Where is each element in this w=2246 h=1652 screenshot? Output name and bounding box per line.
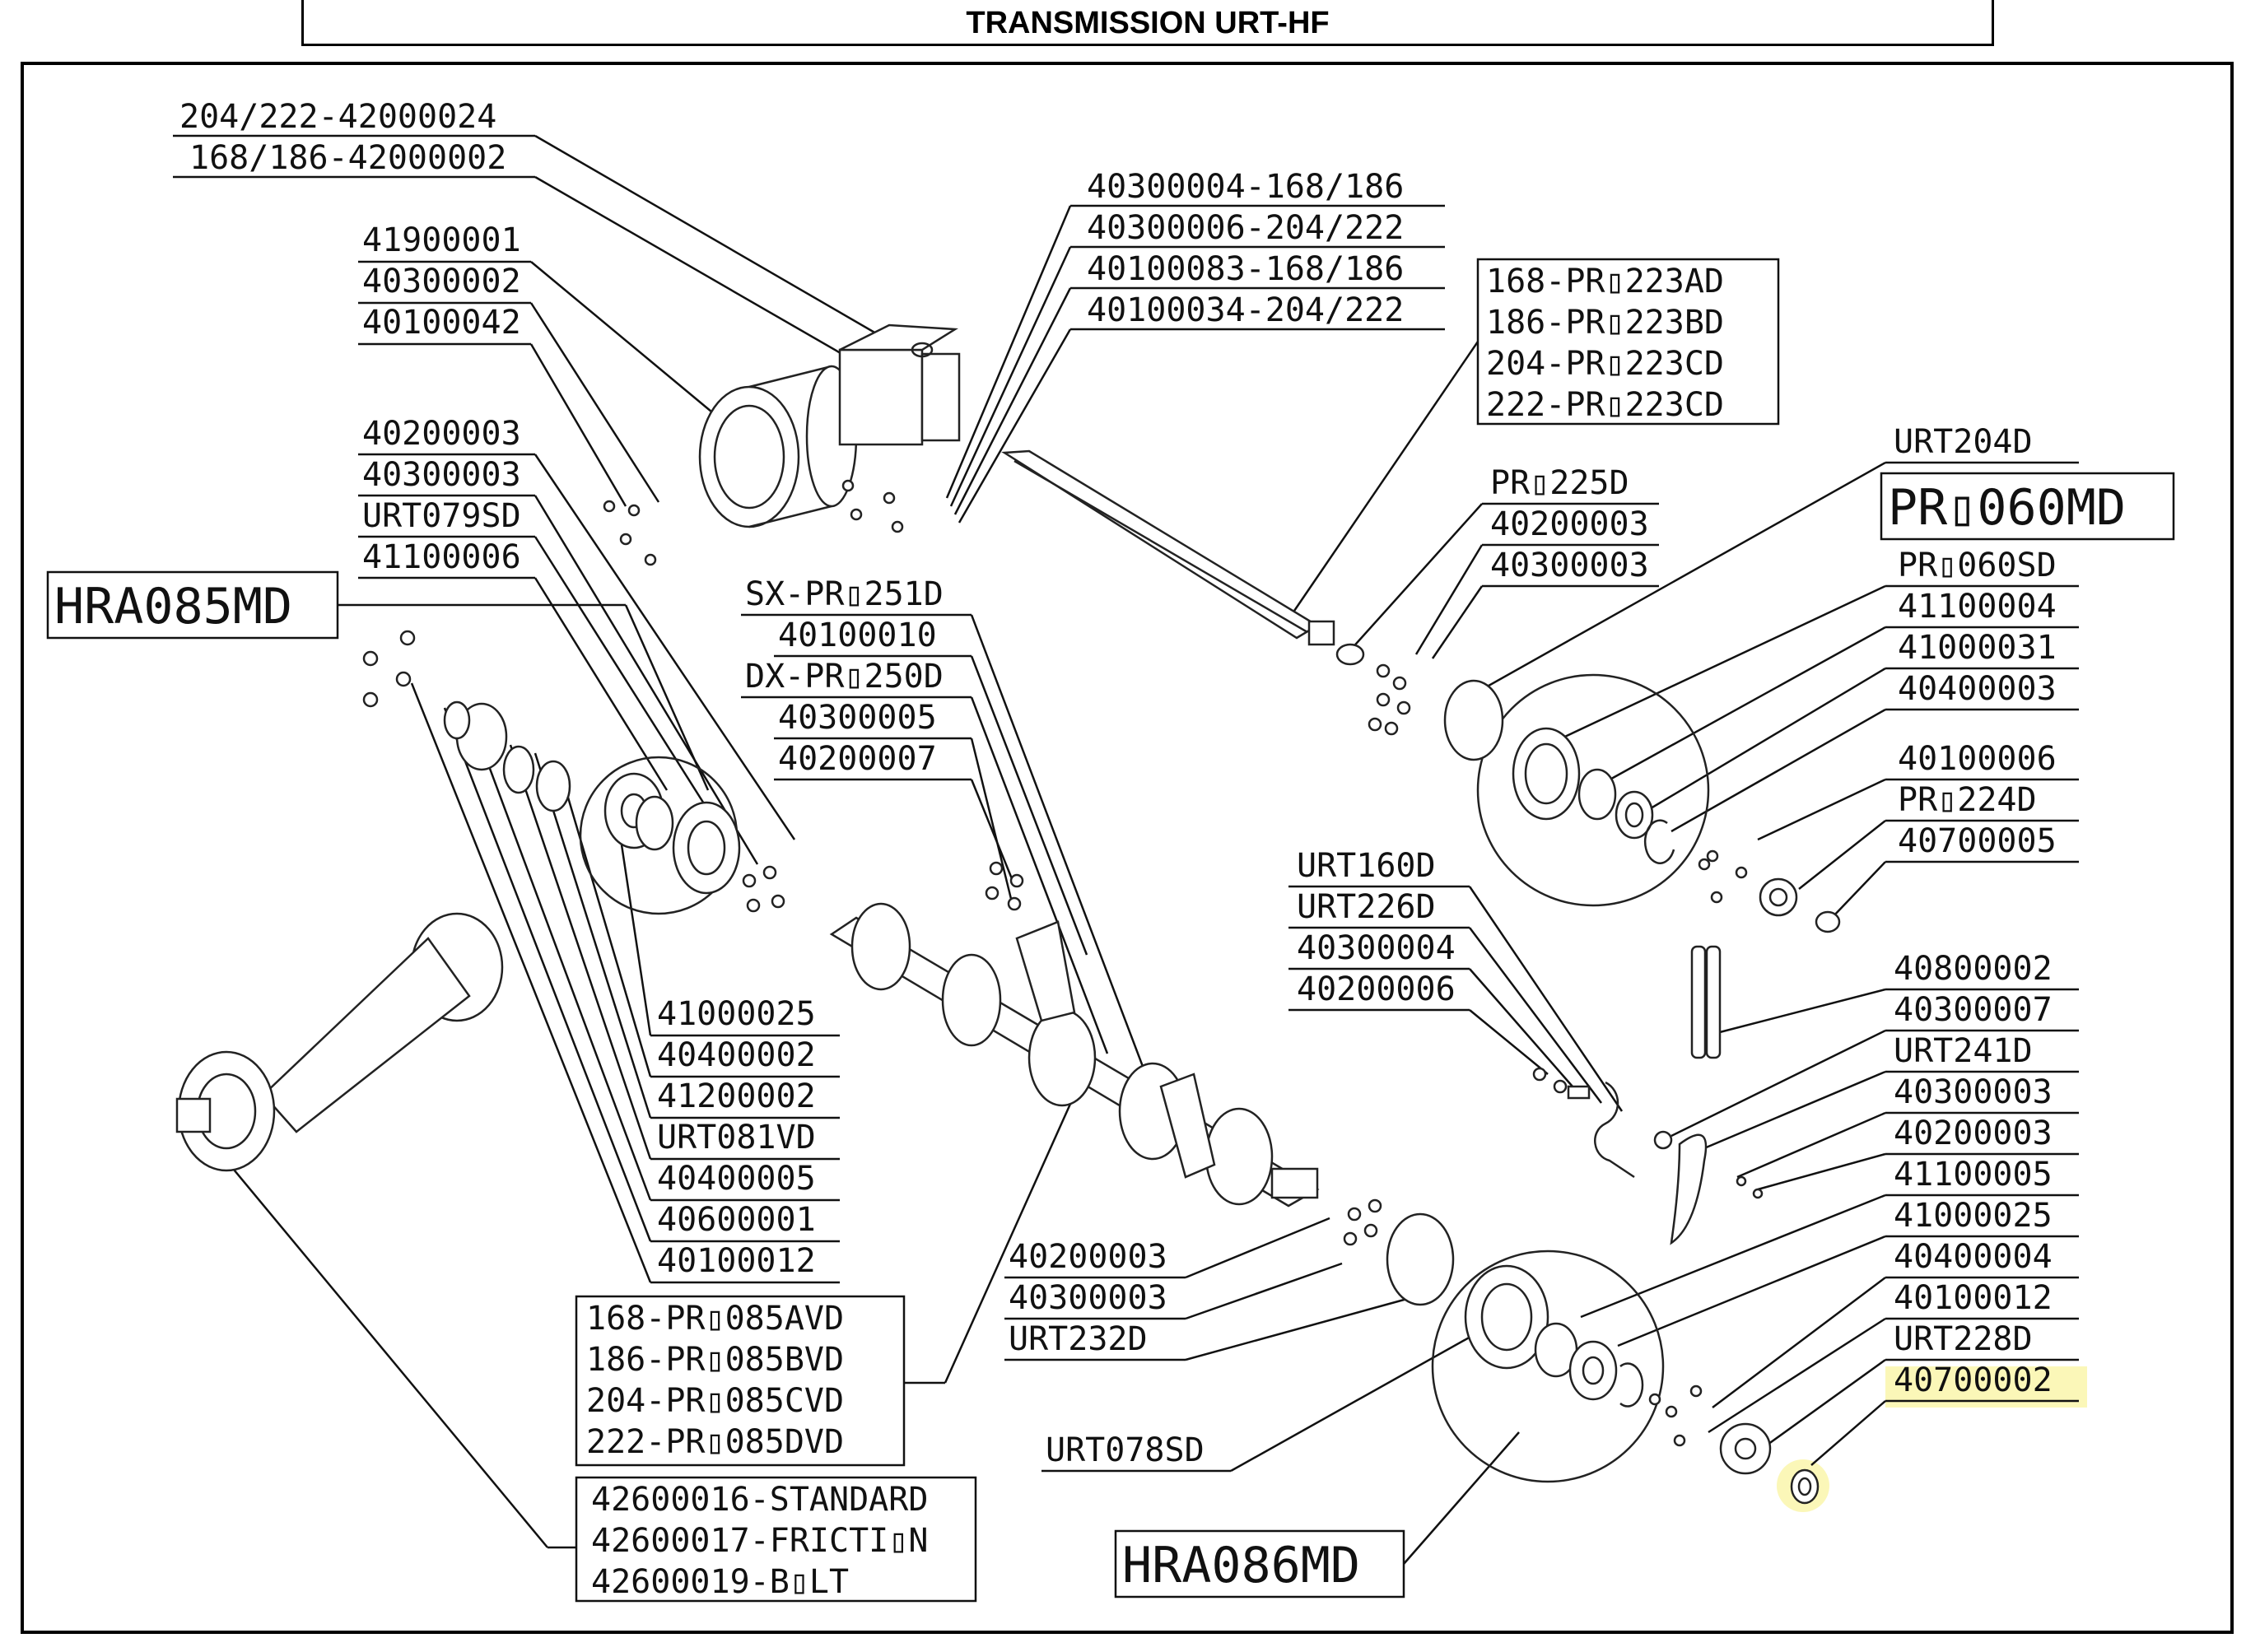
label-shaft-0: 168-PR▯223AD [1486, 263, 1724, 300]
label-bolts-0: 40300004-168/186 [1087, 168, 1404, 206]
label-left-list-4: 40400005 [657, 1160, 816, 1198]
label-rotor-2: 204-PR▯085CVD [586, 1382, 844, 1420]
label-sprocket-1: PR▯224D [1898, 781, 2037, 819]
label-gearbox-top-1: 168/186-42000002 [189, 139, 506, 177]
label-chain-0: 40800002 [1894, 950, 2053, 988]
label-right-bearing-3: 40400003 [1898, 670, 2057, 708]
label-lower-1: 40300003 [1009, 1279, 1167, 1317]
right-sprocket-part [1759, 877, 1841, 933]
label-shaft-end-1: 40200003 [1490, 505, 1649, 543]
label-lower-2: URT232D [1009, 1320, 1148, 1358]
chain-part [1690, 945, 1722, 1059]
label-left-list-2: 41200002 [657, 1077, 816, 1115]
gearbox-part [698, 323, 961, 528]
label-hra085md: HRA085MD [54, 578, 292, 635]
label-left-list-5: 40600001 [657, 1201, 816, 1239]
rotor-part-box [575, 1295, 906, 1467]
label-sprocket-2: 40700005 [1898, 822, 2057, 860]
label-gearbox-top-0: 204/222-42000024 [179, 98, 496, 136]
label-left-list-6: 40100012 [657, 1242, 816, 1280]
label-shaft-1: 186-PR▯223BD [1486, 304, 1724, 342]
label-pr060md: PR▯060MD [1888, 479, 2126, 537]
label-sprocket-0: 40100006 [1898, 740, 2057, 778]
label-gearbox-left-2: 40100042 [362, 304, 521, 342]
rotor-shaft-part [829, 902, 1320, 1208]
label-urt078sd: URT078SD [1046, 1431, 1205, 1469]
label-chain-9: URT228D [1894, 1320, 2033, 1358]
label-tensioner-1: URT226D [1297, 888, 1436, 926]
label-chain-5: 41100005 [1894, 1156, 2053, 1194]
label-center-3: 40300005 [778, 699, 937, 737]
label-right-bearing-2: 41000031 [1898, 629, 2057, 667]
bushing-40700002 [1790, 1468, 1820, 1505]
label-shaft-3: 222-PR▯223CD [1486, 386, 1724, 424]
label-bolts-3: 40100034-204/222 [1087, 291, 1404, 329]
label-left-top-1: 40300003 [362, 456, 521, 494]
label-urt204d: URT204D [1894, 423, 2033, 461]
label-pto-1: 42600017-FRICTI▯N [591, 1522, 928, 1560]
label-shaft-2: 204-PR▯223CD [1486, 345, 1724, 383]
lower-sprocket-part [1719, 1422, 1772, 1475]
label-chain-3: 40300003 [1894, 1073, 2053, 1111]
label-chain-2: URT241D [1894, 1032, 2033, 1070]
tensioner-part [1532, 1067, 1764, 1245]
label-tensioner-3: 40200006 [1297, 970, 1456, 1008]
label-right-bearing-0: PR▯060SD [1898, 547, 2057, 584]
label-gearbox-left-1: 40300002 [362, 263, 521, 300]
label-center-2: DX-PR▯250D [745, 658, 944, 696]
lower-bearing-assembly [1386, 1212, 1665, 1483]
label-left-list-1: 40400002 [657, 1036, 816, 1074]
pto-shaft-part [175, 912, 504, 1172]
label-center-4: 40200007 [778, 740, 937, 778]
label-left-list-3: URT081VD [657, 1119, 816, 1156]
label-right-bearing-1: 41100004 [1898, 588, 2057, 626]
pto-part-box [575, 1476, 977, 1603]
left-bearing-assembly [443, 700, 741, 915]
label-shaft-end-0: PR▯225D [1490, 464, 1629, 502]
label-chain-4: 40200003 [1894, 1115, 2053, 1152]
right-bearing-assembly [1443, 673, 1710, 907]
label-center-0: SX-PR▯251D [745, 575, 944, 613]
label-chain-1: 40300007 [1894, 991, 2053, 1029]
label-left-top-2: URT079SD [362, 497, 521, 535]
label-left-top-3: 41100006 [362, 538, 521, 576]
page-title: TRANSMISSION URT-HF [966, 6, 1330, 40]
label-chain-8: 40100012 [1894, 1279, 2053, 1317]
label-gearbox-left-0: 41900001 [362, 221, 521, 259]
label-center-1: 40100010 [778, 617, 937, 654]
label-bolts-1: 40300006-204/222 [1087, 209, 1404, 247]
label-rotor-0: 168-PR▯085AVD [586, 1300, 844, 1338]
label-tensioner-2: 40300004 [1297, 929, 1456, 967]
label-bolts-2: 40100083-168/186 [1087, 250, 1404, 288]
hex-shaft-part [1001, 449, 1365, 666]
bolt-clusters [362, 479, 1748, 1447]
right-bearing-box [1880, 472, 2175, 541]
label-tensioner-0: URT160D [1297, 847, 1436, 885]
label-rotor-1: 186-PR▯085BVD [586, 1341, 844, 1379]
label-pto-2: 42600019-B▯LT [591, 1563, 849, 1601]
label-hra086md: HRA086MD [1122, 1537, 1360, 1594]
diagram-frame [21, 62, 2234, 1634]
label-chain-10: 40700002 [1894, 1361, 2053, 1399]
label-chain-6: 41000025 [1894, 1197, 2053, 1235]
label-chain-7: 40400004 [1894, 1238, 2053, 1276]
label-left-list-0: 41000025 [657, 995, 816, 1033]
label-pto-0: 42600016-STANDARD [591, 1481, 928, 1519]
label-rotor-3: 222-PR▯085DVD [586, 1423, 844, 1461]
label-lower-0: 40200003 [1009, 1238, 1167, 1276]
title-box: TRANSMISSION URT-HF [301, 0, 1994, 46]
label-shaft-end-2: 40300003 [1490, 547, 1649, 584]
label-left-top-0: 40200003 [362, 415, 521, 453]
